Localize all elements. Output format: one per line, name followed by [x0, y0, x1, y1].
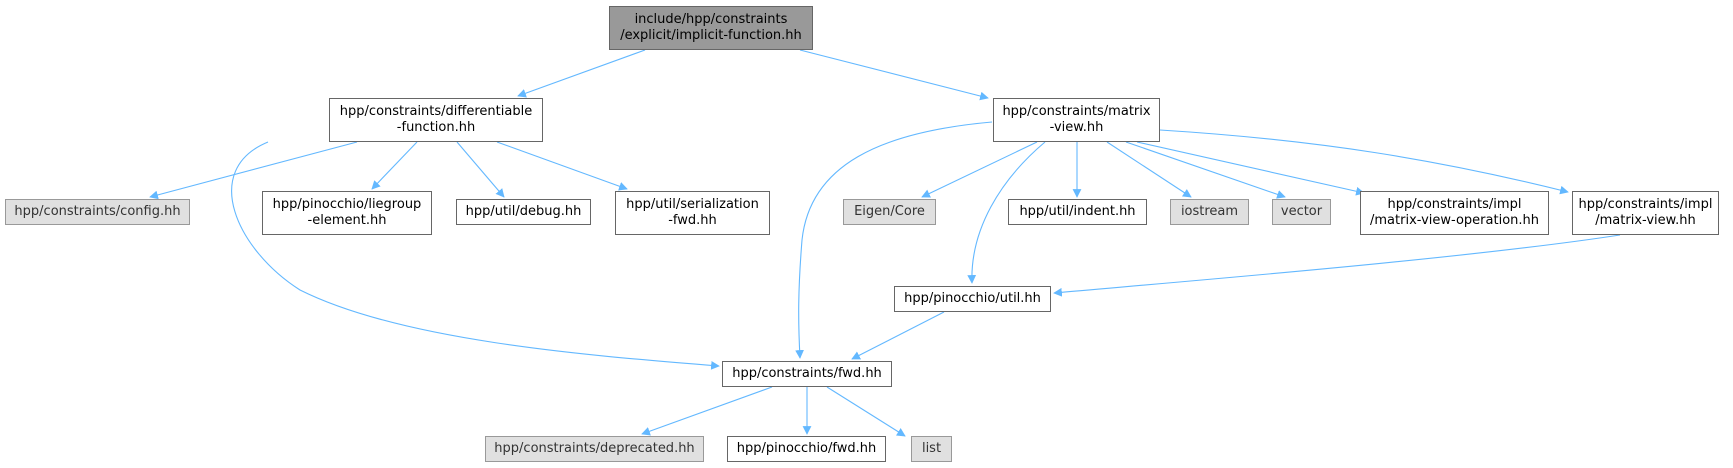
node-label-line: iostream [1180, 204, 1239, 219]
node-label-line: hpp/pinocchio/util.hh [904, 291, 1041, 306]
node-indent-hh[interactable]: hpp/util/indent.hh [1008, 199, 1147, 225]
edge-matrix-to-mvop [1136, 141, 1365, 196]
node-label-line: hpp/constraints/config.hh [14, 204, 181, 219]
edge-diff-to-cfwd [231, 141, 720, 370]
node-label-line: Eigen/Core [854, 204, 925, 219]
edge-cfwd-to-deprecated [641, 386, 773, 436]
edge-cfwd-to-list [826, 386, 906, 437]
edge-matrix-to-iostream [1106, 141, 1192, 198]
edge-diff-to-debug [456, 141, 505, 198]
node-label-line: hpp/pinocchio/fwd.hh [736, 441, 877, 456]
node-label-line: hpp/util/indent.hh [1019, 204, 1136, 219]
node-impl-matrix-view-hh[interactable]: hpp/constraints/impl /matrix-view.hh [1572, 191, 1719, 235]
edge-diff-to-serial [496, 141, 628, 191]
node-label-line: hpp/util/serialization [626, 197, 759, 212]
node-label-line: /matrix-view-operation.hh [1370, 213, 1539, 228]
edge-pinutil-to-cfwd [851, 311, 945, 360]
node-label-line: hpp/constraints/differentiable [339, 104, 533, 119]
edge-mvimpl-to-pinutil [1053, 234, 1621, 297]
node-label-line: hpp/constraints/deprecated.hh [494, 441, 695, 456]
node-label-line: hpp/pinocchio/liegroup [272, 197, 422, 212]
edge-root-to-diff [517, 49, 646, 98]
node-eigen-core: Eigen/Core [843, 199, 936, 225]
node-label-line: -view.hh [1049, 120, 1104, 135]
node-serialization-fwd-hh[interactable]: hpp/util/serialization -fwd.hh [615, 191, 770, 235]
node-debug-hh[interactable]: hpp/util/debug.hh [456, 199, 591, 225]
node-vector: vector [1272, 199, 1331, 225]
edge-matrix-to-cfwd [795, 121, 993, 359]
node-label-line: hpp/constraints/impl [1387, 197, 1522, 212]
node-label-line: /matrix-view.hh [1595, 213, 1696, 228]
node-label-line: include/hpp/constraints [634, 12, 788, 27]
node-list: list [911, 436, 952, 462]
node-deprecated-hh: hpp/constraints/deprecated.hh [485, 436, 704, 462]
node-label-line: /explicit/implicit-function.hh [620, 28, 802, 43]
node-liegroup-element-hh[interactable]: hpp/pinocchio/liegroup -element.hh [262, 191, 432, 235]
node-label-line: hpp/constraints/impl [1578, 197, 1713, 212]
edge-diff-to-config [149, 141, 358, 200]
edge-matrix-to-pinutil [967, 141, 1046, 284]
node-label-line: -element.hh [307, 213, 387, 228]
node-label-line: hpp/constraints/fwd.hh [732, 366, 882, 381]
node-label-line: -fwd.hh [668, 213, 717, 228]
node-pinocchio-fwd-hh[interactable]: hpp/pinocchio/fwd.hh [727, 436, 886, 462]
node-iostream: iostream [1170, 199, 1249, 225]
node-label-line: hpp/util/debug.hh [465, 204, 582, 219]
node-label-line: -function.hh [396, 120, 476, 135]
node-label-line: hpp/constraints/matrix [1002, 104, 1151, 119]
node-label-line: vector [1280, 204, 1323, 219]
node-matrix-view-operation-hh[interactable]: hpp/constraints/impl /matrix-view-operat… [1360, 191, 1549, 235]
node-constraints-fwd-hh[interactable]: hpp/constraints/fwd.hh [722, 361, 892, 387]
edge-diff-to-liegroup [371, 141, 418, 190]
node-pinocchio-util-hh[interactable]: hpp/pinocchio/util.hh [894, 286, 1051, 312]
node-implicit-function-hh: include/hpp/constraints /explicit/implic… [609, 6, 813, 50]
edge-matrix-to-eigen [921, 141, 1038, 198]
node-label-line: list [921, 441, 942, 456]
node-config-hh: hpp/constraints/config.hh [5, 199, 190, 225]
node-matrix-view-hh[interactable]: hpp/constraints/matrix -view.hh [993, 98, 1160, 142]
edge-root-to-matrix [799, 49, 989, 101]
edge-matrix-to-vector [1125, 141, 1286, 199]
node-differentiable-function-hh[interactable]: hpp/constraints/differentiable -function… [329, 98, 543, 142]
edge-matrix-to-mvimpl [1159, 129, 1569, 195]
